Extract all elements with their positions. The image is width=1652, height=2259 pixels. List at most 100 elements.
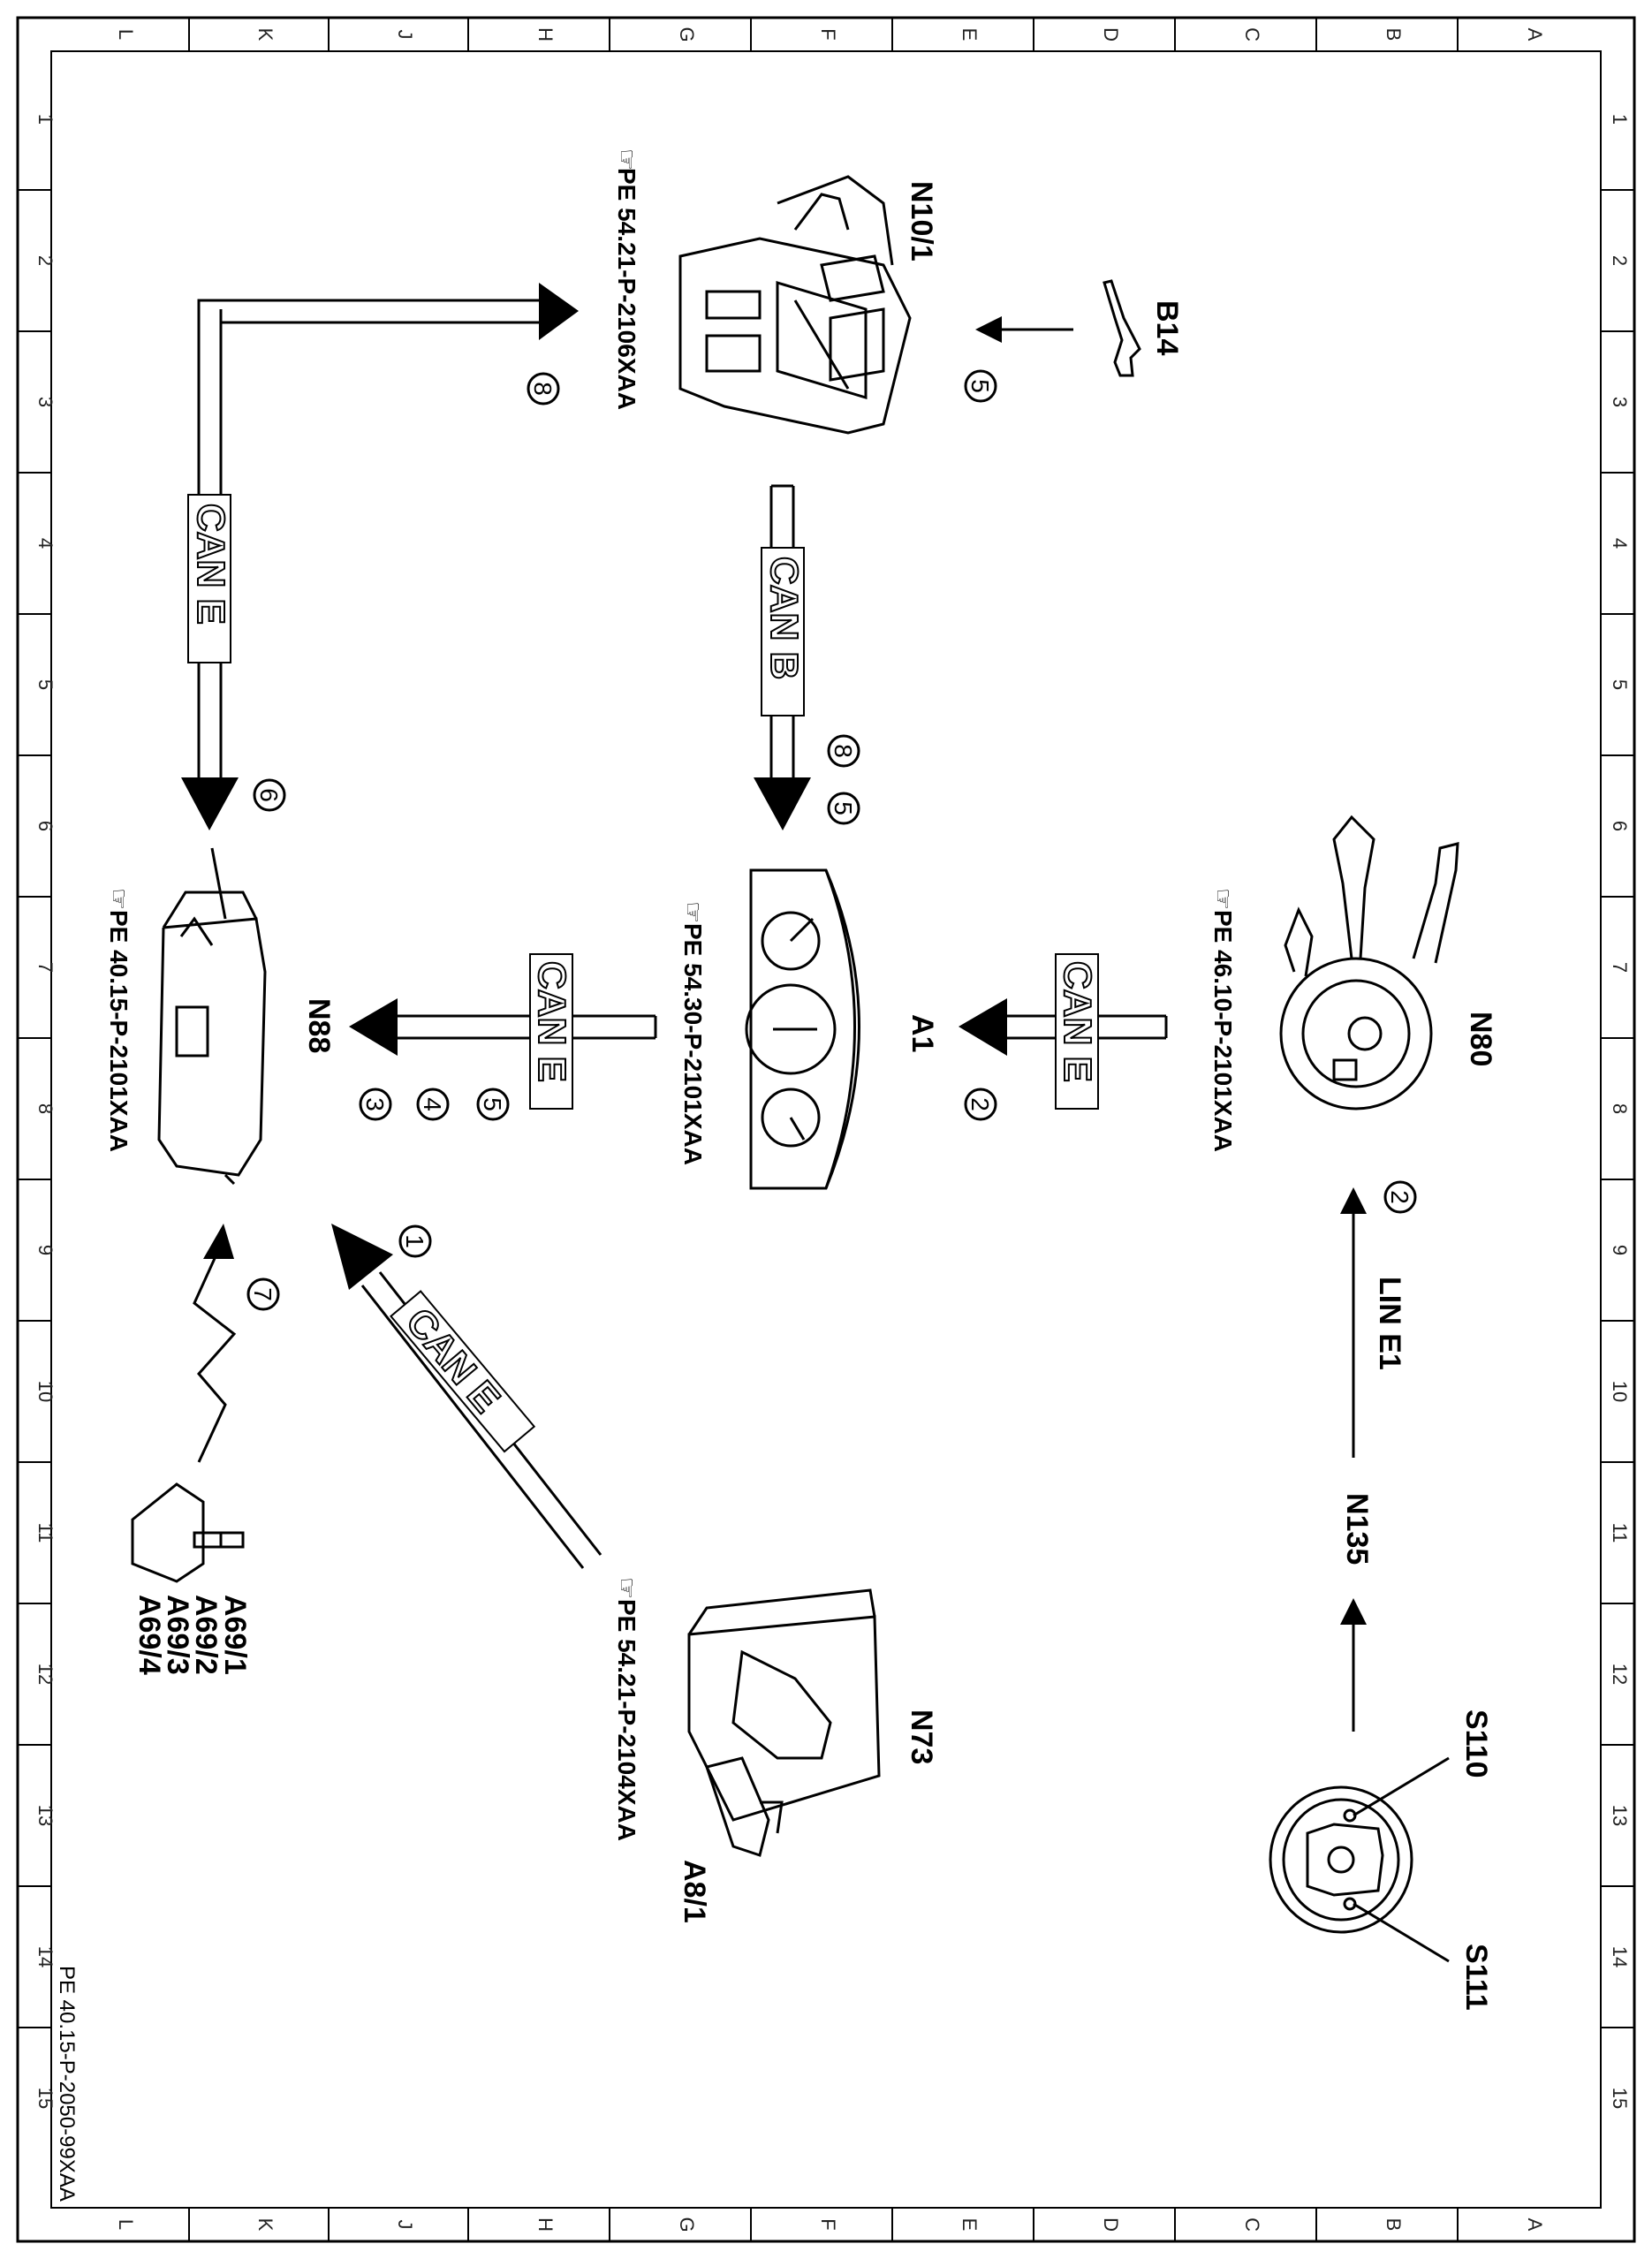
step-number: 4 <box>419 1097 446 1111</box>
row-label-left-3: 3 <box>34 397 57 407</box>
row-label-left-6: 6 <box>34 821 57 831</box>
step-number: 8 <box>830 744 857 758</box>
row-label-right-14: 14 <box>1609 1946 1631 1967</box>
step-circle <box>964 369 997 403</box>
col-label-top-j: J <box>394 30 416 40</box>
arrow-to-n10 <box>539 283 579 340</box>
row-label-right-10: 10 <box>1609 1381 1631 1402</box>
outer-frame <box>16 16 1636 2243</box>
can-e-a1-n88-bus <box>349 953 657 1110</box>
a1-instrument-cluster <box>745 868 860 1190</box>
row-ticks <box>18 189 1634 2028</box>
n80-label: N80 <box>1464 1012 1497 1066</box>
col-label-bottom-g: G <box>676 2217 698 2232</box>
step-number: 5 <box>830 801 857 815</box>
col-label-bottom-c: C <box>1241 2217 1263 2232</box>
row-label-right-12: 12 <box>1609 1664 1631 1685</box>
col-label-bottom-d: D <box>1100 2217 1122 2232</box>
row-label-left-1: 1 <box>34 114 57 125</box>
a8-1-label: A8/1 <box>678 1860 711 1923</box>
row-label-left-10: 10 <box>34 1381 57 1402</box>
col-label-bottom-j: J <box>394 2220 416 2230</box>
n73-label: N73 <box>905 1709 938 1764</box>
col-label-top-c: C <box>1241 27 1263 42</box>
can-b-label: CAN B <box>762 557 806 679</box>
col-label-bottom-b: B <box>1383 2218 1405 2232</box>
row-label-right-2: 2 <box>1609 255 1631 266</box>
row-label-right-4: 4 <box>1609 538 1631 549</box>
col-label-top-a: A <box>1524 28 1546 42</box>
step-number: 5 <box>966 379 994 393</box>
col-label-bottom-e: E <box>959 2218 981 2232</box>
row-label-left-4: 4 <box>34 538 57 549</box>
row-label-left-9: 9 <box>34 1245 57 1255</box>
n88-label: N88 <box>302 998 336 1053</box>
step-circle <box>827 734 860 768</box>
row-label-right-8: 8 <box>1609 1103 1631 1114</box>
n88-reference: PE 40.15-P-2101XAA <box>105 910 133 1152</box>
b14-label: B14 <box>1150 300 1184 355</box>
col-label-top-h: H <box>534 27 557 42</box>
col-label-bottom-k: K <box>254 2218 277 2232</box>
col-label-top-f: F <box>817 28 839 40</box>
row-label-right-15: 15 <box>1609 2088 1631 2109</box>
row-label-left-11: 11 <box>34 1523 57 1543</box>
row-label-right-3: 3 <box>1609 397 1631 407</box>
s110-leader <box>1353 1756 1450 1817</box>
col-label-bottom-a: A <box>1524 2218 1546 2232</box>
col-label-bottom-l: L <box>115 2219 137 2230</box>
row-label-right-11: 11 <box>1609 1523 1631 1543</box>
step-circle <box>827 792 860 825</box>
can-e-left-label: CAN E <box>189 504 232 625</box>
n88-hand-icon: ☞ <box>105 888 133 910</box>
can-e-a1-n88-label: CAN E <box>530 961 573 1082</box>
n80-steering-module <box>1279 815 1459 1111</box>
a1-hand-icon: ☞ <box>679 901 707 923</box>
step-circle <box>964 1088 997 1121</box>
step-circle <box>398 1224 432 1258</box>
b14-sensor <box>1103 279 1141 377</box>
arrow-to-n88 <box>181 777 239 830</box>
col-label-top-g: G <box>676 27 698 42</box>
s111-leader <box>1353 1902 1450 1963</box>
can-b-bus <box>754 484 811 830</box>
row-label-left-2: 2 <box>34 255 57 266</box>
col-label-top-e: E <box>959 28 981 42</box>
row-label-right-1: 1 <box>1609 114 1631 125</box>
steering-wheel <box>1269 1785 1413 1934</box>
s111-label: S111 <box>1459 1944 1493 2011</box>
n88-control-unit <box>157 847 267 1186</box>
a69-tire-sensor <box>131 1482 245 1583</box>
n10-1-hand-icon: ☞ <box>613 148 640 171</box>
step-number: 2 <box>1386 1190 1413 1204</box>
col-label-bottom-f: F <box>817 2218 839 2230</box>
n10-1-reference: PE 54.21-P-2106XAA <box>613 168 640 410</box>
row-label-left-5: 5 <box>34 679 57 690</box>
row-label-left-8: 8 <box>34 1103 57 1114</box>
step-number: 6 <box>255 788 283 802</box>
a1-reference: PE 54.30-P-2101XAA <box>679 923 707 1165</box>
inner-frame <box>50 50 1602 2209</box>
a69-label-4: A69/4 <box>133 1595 166 1675</box>
step-number: 2 <box>966 1097 994 1111</box>
step-number: 8 <box>529 382 557 396</box>
s110-label: S110 <box>1459 1709 1493 1778</box>
step-number: 7 <box>249 1287 277 1301</box>
step-circle <box>246 1277 280 1311</box>
step-circle <box>476 1088 510 1121</box>
document-id: PE 40.15-P-2050-99XAA <box>55 1966 79 2202</box>
a69-label-3: A69/3 <box>161 1595 194 1675</box>
step-circle <box>359 1088 392 1121</box>
row-label-left-7: 7 <box>34 962 57 973</box>
a69-label-2: A69/2 <box>189 1595 223 1675</box>
a1-label: A1 <box>906 1014 939 1052</box>
row-label-left-14: 14 <box>34 1946 57 1967</box>
row-label-right-13: 13 <box>1609 1805 1631 1826</box>
row-label-right-5: 5 <box>1609 679 1631 690</box>
n80-reference: PE 46.10-P-2101XAA <box>1209 910 1237 1152</box>
step-number: 3 <box>361 1097 389 1111</box>
row-label-right-6: 6 <box>1609 821 1631 831</box>
